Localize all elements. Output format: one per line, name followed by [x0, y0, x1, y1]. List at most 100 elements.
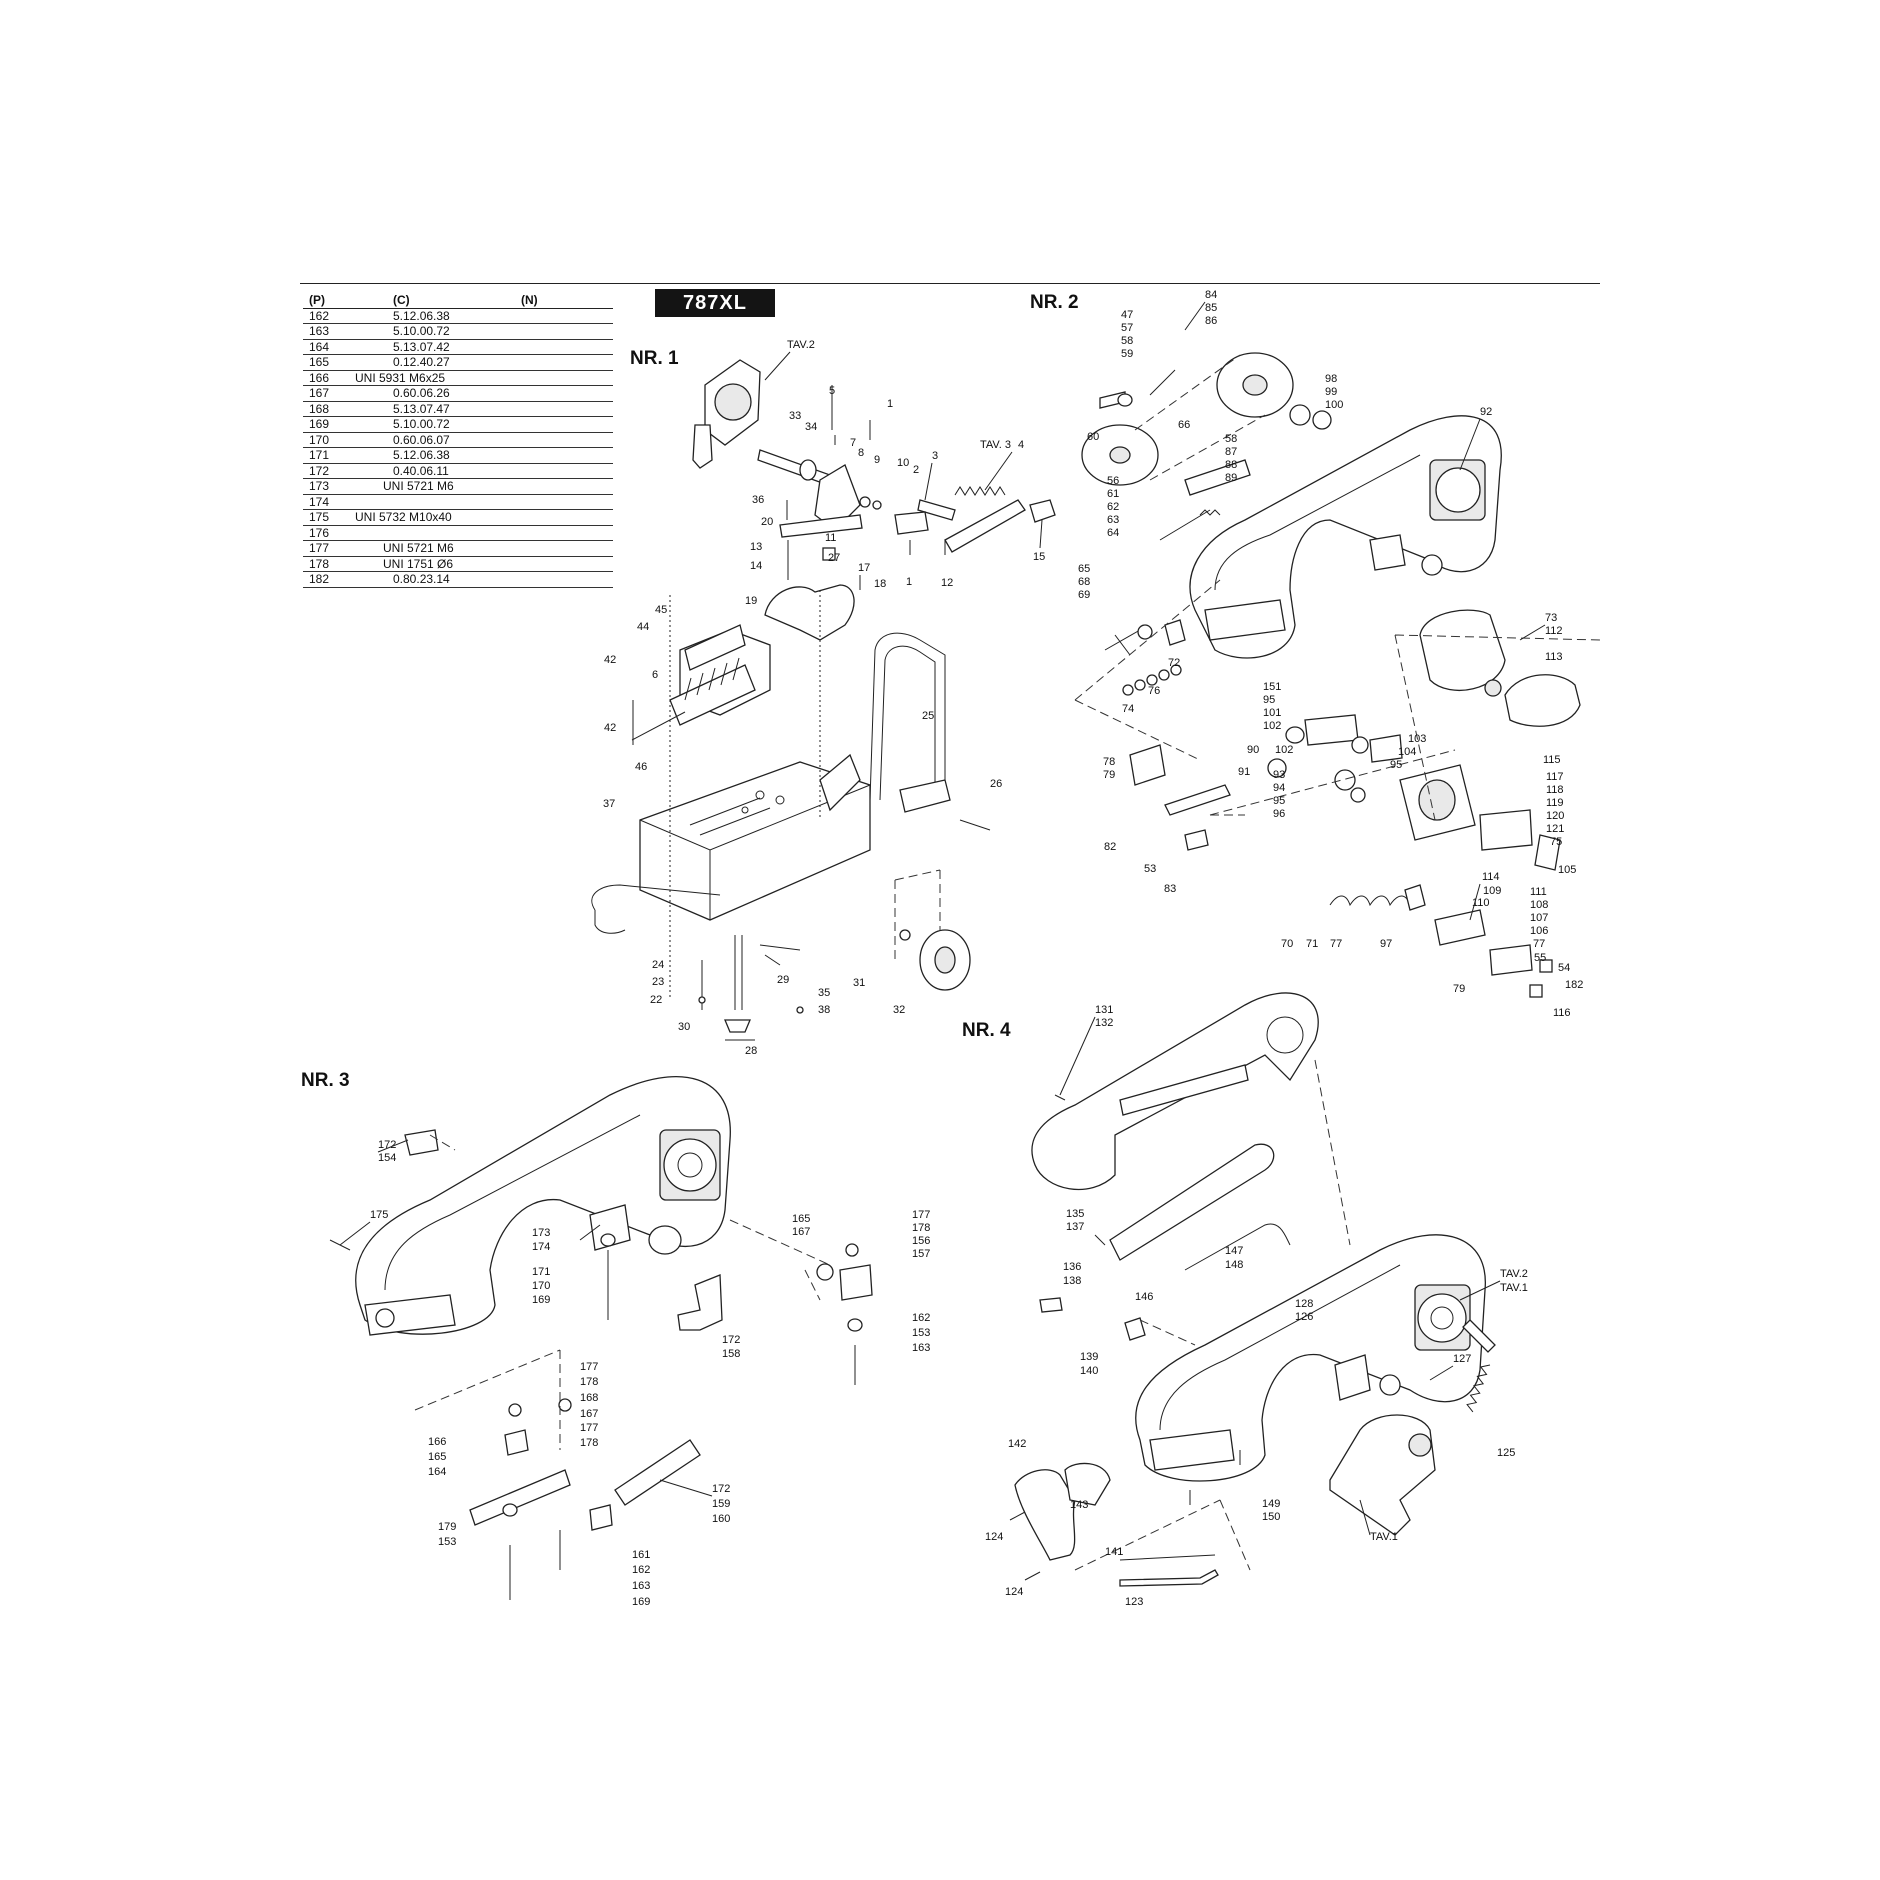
guide-hub-nr3	[648, 1225, 682, 1255]
callout-nr2: 111	[1530, 886, 1547, 898]
callout-nr2: 102	[1275, 744, 1293, 756]
callout-nr1: 31	[853, 977, 865, 989]
callout-nr2: 71	[1306, 938, 1318, 950]
callout-nr1: 34	[805, 421, 817, 433]
blade-cover-hole	[1266, 1016, 1304, 1054]
leader-layer	[339, 301, 1546, 1536]
col-p-header: (P)	[303, 293, 353, 309]
base-table-edges	[639, 784, 871, 920]
callout-nr2: 93	[1273, 769, 1285, 781]
parts-table-header: (P) (C) (N)	[303, 293, 613, 309]
callout-nr2: 105	[1558, 864, 1576, 876]
leader-line	[924, 462, 933, 501]
callout-nr4: TAV.1	[1370, 1531, 1398, 1543]
part-code: UNI 5732 M10x40	[353, 509, 515, 526]
callout-nr2: 59	[1121, 348, 1133, 360]
callout-nr2: 73	[1545, 612, 1557, 624]
callout-nr2: 107	[1530, 912, 1548, 924]
blade-cover-159	[614, 1439, 701, 1506]
washer-73a	[1122, 684, 1134, 696]
callout-nr4: TAV.2	[1500, 1268, 1528, 1280]
bearing-165r	[816, 1263, 834, 1281]
bushing	[799, 459, 817, 481]
callout-nr1: 23	[652, 976, 664, 988]
belt-path	[1134, 354, 1266, 481]
callout-nr1: 45	[655, 604, 667, 616]
callout-nr1: 46	[635, 761, 647, 773]
callout-nr2: 86	[1205, 315, 1217, 327]
bearing-96	[1350, 787, 1366, 803]
section-title-nr4: NR. 4	[962, 1020, 1011, 1041]
part-code: 0.12.40.27	[353, 354, 515, 371]
block-53	[1184, 829, 1209, 851]
trolley-bracket	[819, 753, 861, 812]
axle-bracket	[899, 779, 951, 813]
callout-nr2: 99	[1325, 386, 1337, 398]
washer-73d	[1158, 669, 1170, 681]
nr2-boundary-c	[1209, 749, 1456, 816]
motor-body	[1419, 609, 1506, 692]
blade-cover-strip	[1119, 1064, 1249, 1116]
part-name	[515, 354, 613, 371]
part-position: 167	[303, 385, 353, 402]
callout-nr2: 64	[1107, 527, 1119, 539]
leader-line	[764, 351, 791, 381]
screw-137	[1094, 1234, 1106, 1246]
part-code: 5.10.00.72	[353, 416, 515, 433]
callout-nr4: 146	[1135, 1291, 1153, 1303]
part-position: 172	[303, 463, 353, 479]
part-position: 163	[303, 323, 353, 340]
part-name	[515, 339, 613, 355]
bracket-2	[894, 511, 929, 535]
nr3-boundary-b	[729, 1219, 831, 1301]
callout-nr1: 20	[761, 516, 773, 528]
washer-73b	[1134, 679, 1146, 691]
bracket-78	[1129, 744, 1166, 786]
trolley-upright	[869, 632, 946, 801]
tension-block	[1369, 534, 1406, 571]
callout-nr3: 166	[428, 1436, 446, 1448]
part-code: 5.13.07.47	[353, 401, 515, 417]
callout-nr4: 126	[1295, 1311, 1313, 1323]
callout-nr2: 101	[1263, 707, 1281, 719]
screw-124b	[1024, 1571, 1041, 1581]
clip-136	[1039, 1297, 1063, 1313]
nr4-assembly	[1009, 992, 1496, 1587]
callout-nr1: 12	[941, 577, 953, 589]
base-hole-b	[775, 795, 785, 805]
callout-nr3: 171	[532, 1266, 550, 1278]
part-code: 0.60.06.26	[353, 385, 515, 402]
part-position: 162	[303, 308, 353, 324]
leader-line	[1459, 418, 1481, 471]
bearing-99	[1312, 410, 1332, 430]
part-position: 164	[303, 339, 353, 355]
callout-nr2: 88	[1225, 459, 1237, 471]
callout-nr1: 42	[604, 722, 616, 734]
callout-nr2: 102	[1263, 720, 1281, 732]
part-name	[515, 323, 613, 340]
nr2-assembly	[1074, 352, 1601, 998]
callout-nr3: 153	[912, 1327, 930, 1339]
bow-wheel-nr3-hub	[677, 1152, 703, 1178]
callout-nr3: 163	[632, 1580, 650, 1592]
nut-38	[796, 1006, 804, 1014]
bow-wheel-nr4	[1417, 1293, 1467, 1343]
handle-142	[1014, 1469, 1076, 1561]
callout-nr1: 37	[603, 798, 615, 810]
callout-nr3: 167	[792, 1226, 810, 1238]
rod-141	[1119, 1554, 1216, 1561]
callout-nr2: 63	[1107, 514, 1119, 526]
nr3-boundary-a	[414, 1349, 561, 1450]
nut-177r	[845, 1243, 859, 1257]
callout-nr1: 11	[825, 532, 836, 544]
callout-nr4: 137	[1066, 1221, 1084, 1233]
motor-endcap-115	[1504, 674, 1581, 727]
washer-23	[698, 996, 706, 1004]
part-code: UNI 5721 M6	[353, 540, 515, 557]
pivot-arm-tav1	[1329, 1414, 1436, 1536]
